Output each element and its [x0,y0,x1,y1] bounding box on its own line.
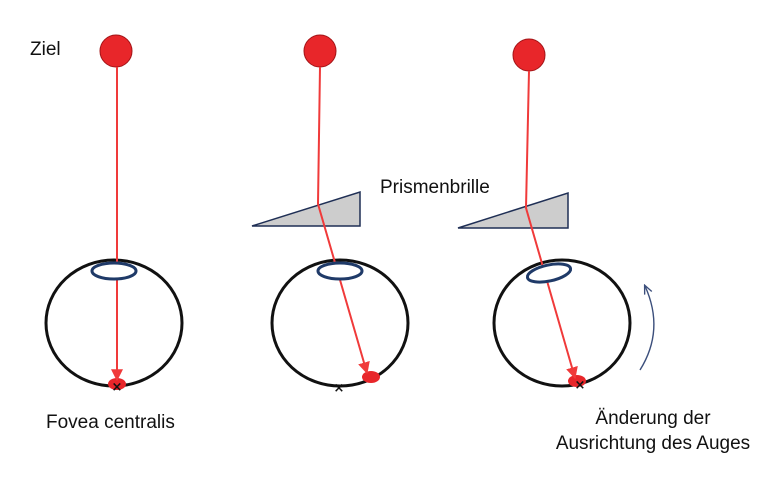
prism [457,191,569,229]
panel-compensated-eye-view: × [457,38,655,393]
fovea-cross-marker: × [112,380,123,395]
fovea-label: Fovea centralis [46,412,175,433]
fovea-cross-marker: × [334,381,345,396]
eyeball [492,258,632,388]
prism-glasses-label: Prismenbrille [380,177,490,198]
panel-normal-view: × [44,34,184,395]
target-dot [99,34,133,68]
displaced-image-spot [362,371,380,383]
light-ray [316,66,370,375]
eye-lens [316,261,364,281]
eye-alignment-change-line1: Änderung der [595,408,711,429]
target-label: Ziel [30,39,61,60]
light-ray [524,70,578,380]
eye-lens [525,262,573,284]
prism [251,190,361,227]
rotation-arrow [639,286,655,371]
eyeball [270,258,410,388]
target-dot [303,34,337,68]
eye-alignment-change-line2: Ausrichtung des Auges [555,433,751,455]
fovea-cross-marker: × [575,378,586,393]
eye-alignment-change-label: Änderung der Ausrichtung des Auges [538,406,768,457]
target-dot [512,38,546,72]
panel-prism-glasses-view: × [251,34,410,396]
eye-lens [90,261,138,281]
